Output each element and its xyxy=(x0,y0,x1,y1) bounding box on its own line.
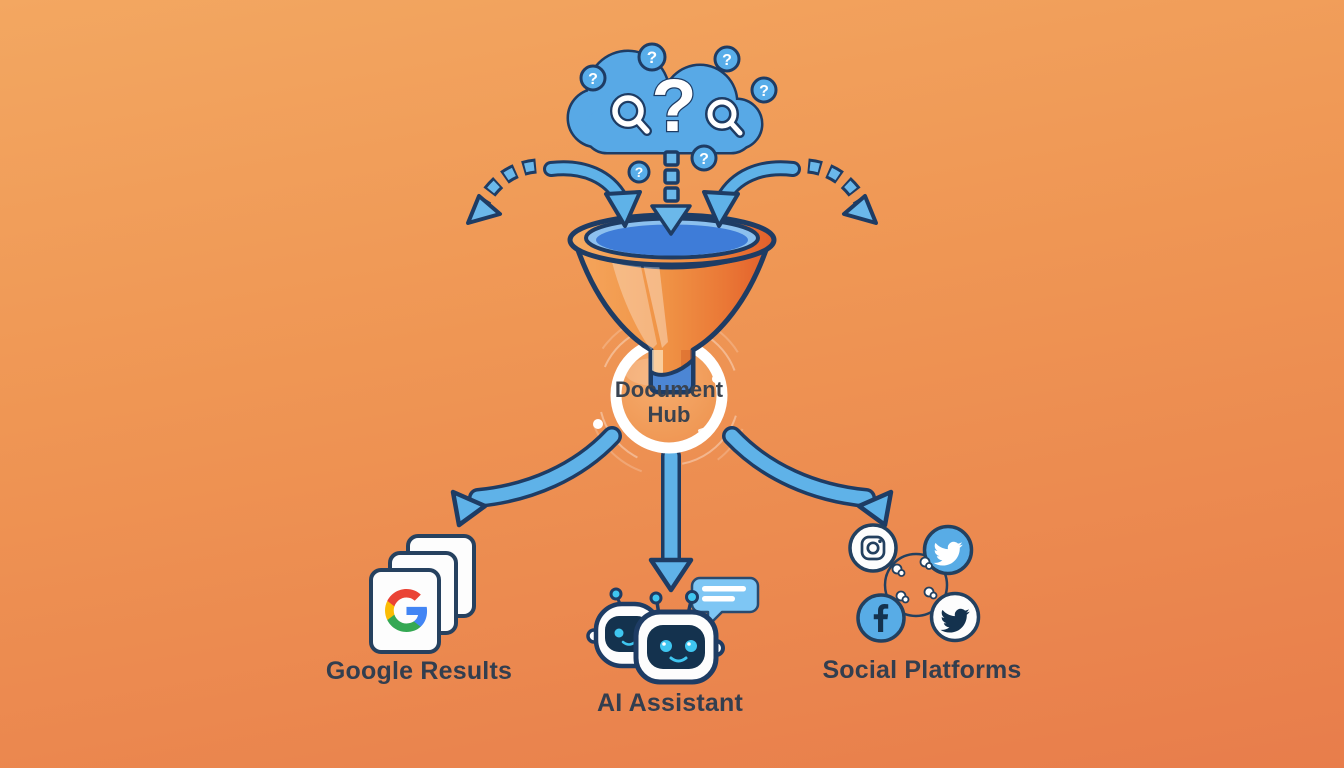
ai-assistant-label: AI Assistant xyxy=(597,689,743,717)
robot-front xyxy=(633,590,719,685)
search-icon xyxy=(610,93,652,136)
hub-label: Document Hub xyxy=(614,377,724,427)
question-badge-icon: ? xyxy=(637,42,667,72)
question-badge-icon: ? xyxy=(690,144,718,172)
ai-assistant-icon xyxy=(586,576,760,685)
question-badge-icon: ? xyxy=(627,160,651,184)
twitter-icon xyxy=(929,591,981,643)
svg-text:?: ? xyxy=(635,164,644,180)
search-icon xyxy=(705,97,745,138)
question-mark-icon: ? xyxy=(651,64,696,147)
question-badge-icon: ? xyxy=(750,76,778,104)
arrow-head-right xyxy=(856,489,894,528)
sparkle-dot xyxy=(593,419,603,429)
chat-bubble-icon xyxy=(690,576,760,628)
document-hub-node xyxy=(450,313,894,593)
social-platforms-label: Social Platforms xyxy=(822,656,1022,684)
connector-blobs xyxy=(891,556,938,604)
sparkle-dot xyxy=(712,375,720,383)
instagram-icon xyxy=(848,523,898,573)
funnel-liquid xyxy=(596,224,748,256)
social-platforms-icon xyxy=(848,523,981,643)
question-badge-icon: ? xyxy=(713,45,741,73)
funnel-icon xyxy=(567,212,777,395)
dashed-arc-right xyxy=(806,158,878,225)
google-g-icon xyxy=(385,589,428,632)
question-badges: ? ? ? ? ? ? xyxy=(579,42,778,184)
input-arrows xyxy=(466,150,878,236)
facebook-icon xyxy=(856,593,906,643)
google-results-icon xyxy=(369,534,476,654)
output-arrows xyxy=(450,426,894,593)
twitter-icon xyxy=(922,524,974,576)
svg-text:?: ? xyxy=(759,83,769,100)
question-badge-icon: ? xyxy=(579,64,607,92)
svg-text:?: ? xyxy=(699,151,709,168)
dashed-arc-left xyxy=(466,158,538,225)
social-connector-ring xyxy=(883,552,949,618)
sparkle-dash xyxy=(698,426,708,433)
svg-text:?: ? xyxy=(647,48,657,67)
google-results-label: Google Results xyxy=(325,657,513,685)
cloud-questions-icon: ? xyxy=(566,49,764,155)
arrow-head-center xyxy=(648,557,694,593)
svg-text:?: ? xyxy=(588,71,598,88)
dashed-arrow-center xyxy=(650,150,692,236)
funnel-spout-liquid xyxy=(649,355,695,394)
arrow-head-left xyxy=(450,489,488,528)
svg-text:?: ? xyxy=(722,52,732,69)
